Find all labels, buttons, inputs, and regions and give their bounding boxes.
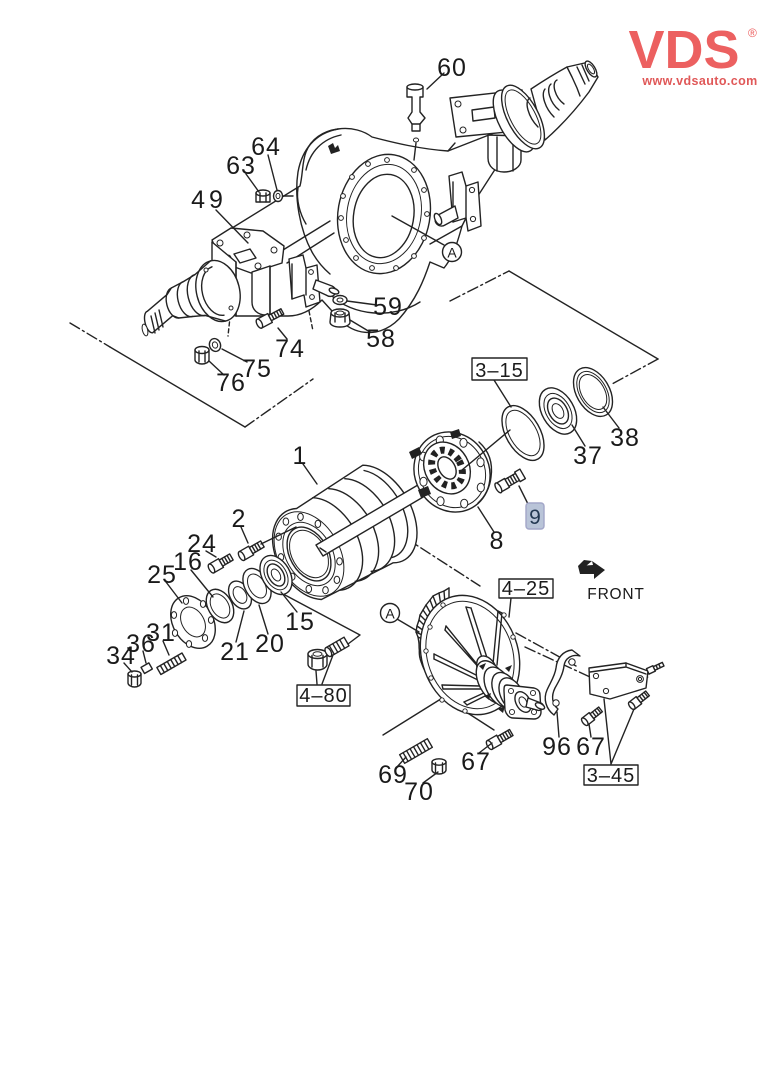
svg-text:24: 24: [187, 530, 217, 558]
svg-text:VDS: VDS: [628, 20, 739, 80]
svg-text:3–45: 3–45: [587, 765, 636, 787]
svg-text:58: 58: [366, 325, 396, 353]
svg-text:69: 69: [378, 761, 408, 789]
svg-text:96: 96: [542, 733, 572, 761]
svg-text:4–80: 4–80: [299, 685, 348, 707]
svg-text:74: 74: [275, 335, 305, 363]
svg-text:67: 67: [461, 748, 491, 776]
svg-text:38: 38: [610, 424, 640, 452]
svg-text:FRONT: FRONT: [587, 586, 644, 603]
svg-text:70: 70: [404, 778, 434, 806]
svg-text:75: 75: [242, 355, 272, 383]
svg-text:76: 76: [216, 369, 246, 397]
svg-text:34: 34: [106, 642, 136, 670]
svg-text:59: 59: [373, 293, 403, 321]
svg-text:A: A: [447, 245, 457, 261]
svg-text:®: ®: [748, 26, 757, 40]
svg-text:25: 25: [147, 561, 177, 589]
svg-text:4–25: 4–25: [502, 578, 551, 600]
svg-text:31: 31: [146, 619, 176, 647]
svg-text:36: 36: [126, 630, 156, 658]
svg-text:37: 37: [573, 442, 603, 470]
svg-text:8: 8: [490, 527, 505, 555]
svg-text:A: A: [385, 606, 395, 622]
svg-text:20: 20: [255, 630, 285, 658]
svg-text:3–15: 3–15: [475, 360, 524, 382]
svg-text:63: 63: [226, 152, 256, 180]
svg-text:www.vdsauto.com: www.vdsauto.com: [641, 74, 757, 88]
svg-text:67: 67: [576, 733, 606, 761]
svg-text:1: 1: [293, 442, 308, 470]
svg-text:2: 2: [232, 505, 247, 533]
svg-text:49: 49: [191, 186, 227, 214]
svg-text:60: 60: [437, 54, 467, 82]
svg-text:21: 21: [220, 638, 250, 666]
svg-text:15: 15: [285, 608, 315, 636]
svg-text:64: 64: [251, 133, 281, 161]
svg-text:16: 16: [173, 548, 203, 576]
svg-text:9: 9: [529, 506, 541, 529]
